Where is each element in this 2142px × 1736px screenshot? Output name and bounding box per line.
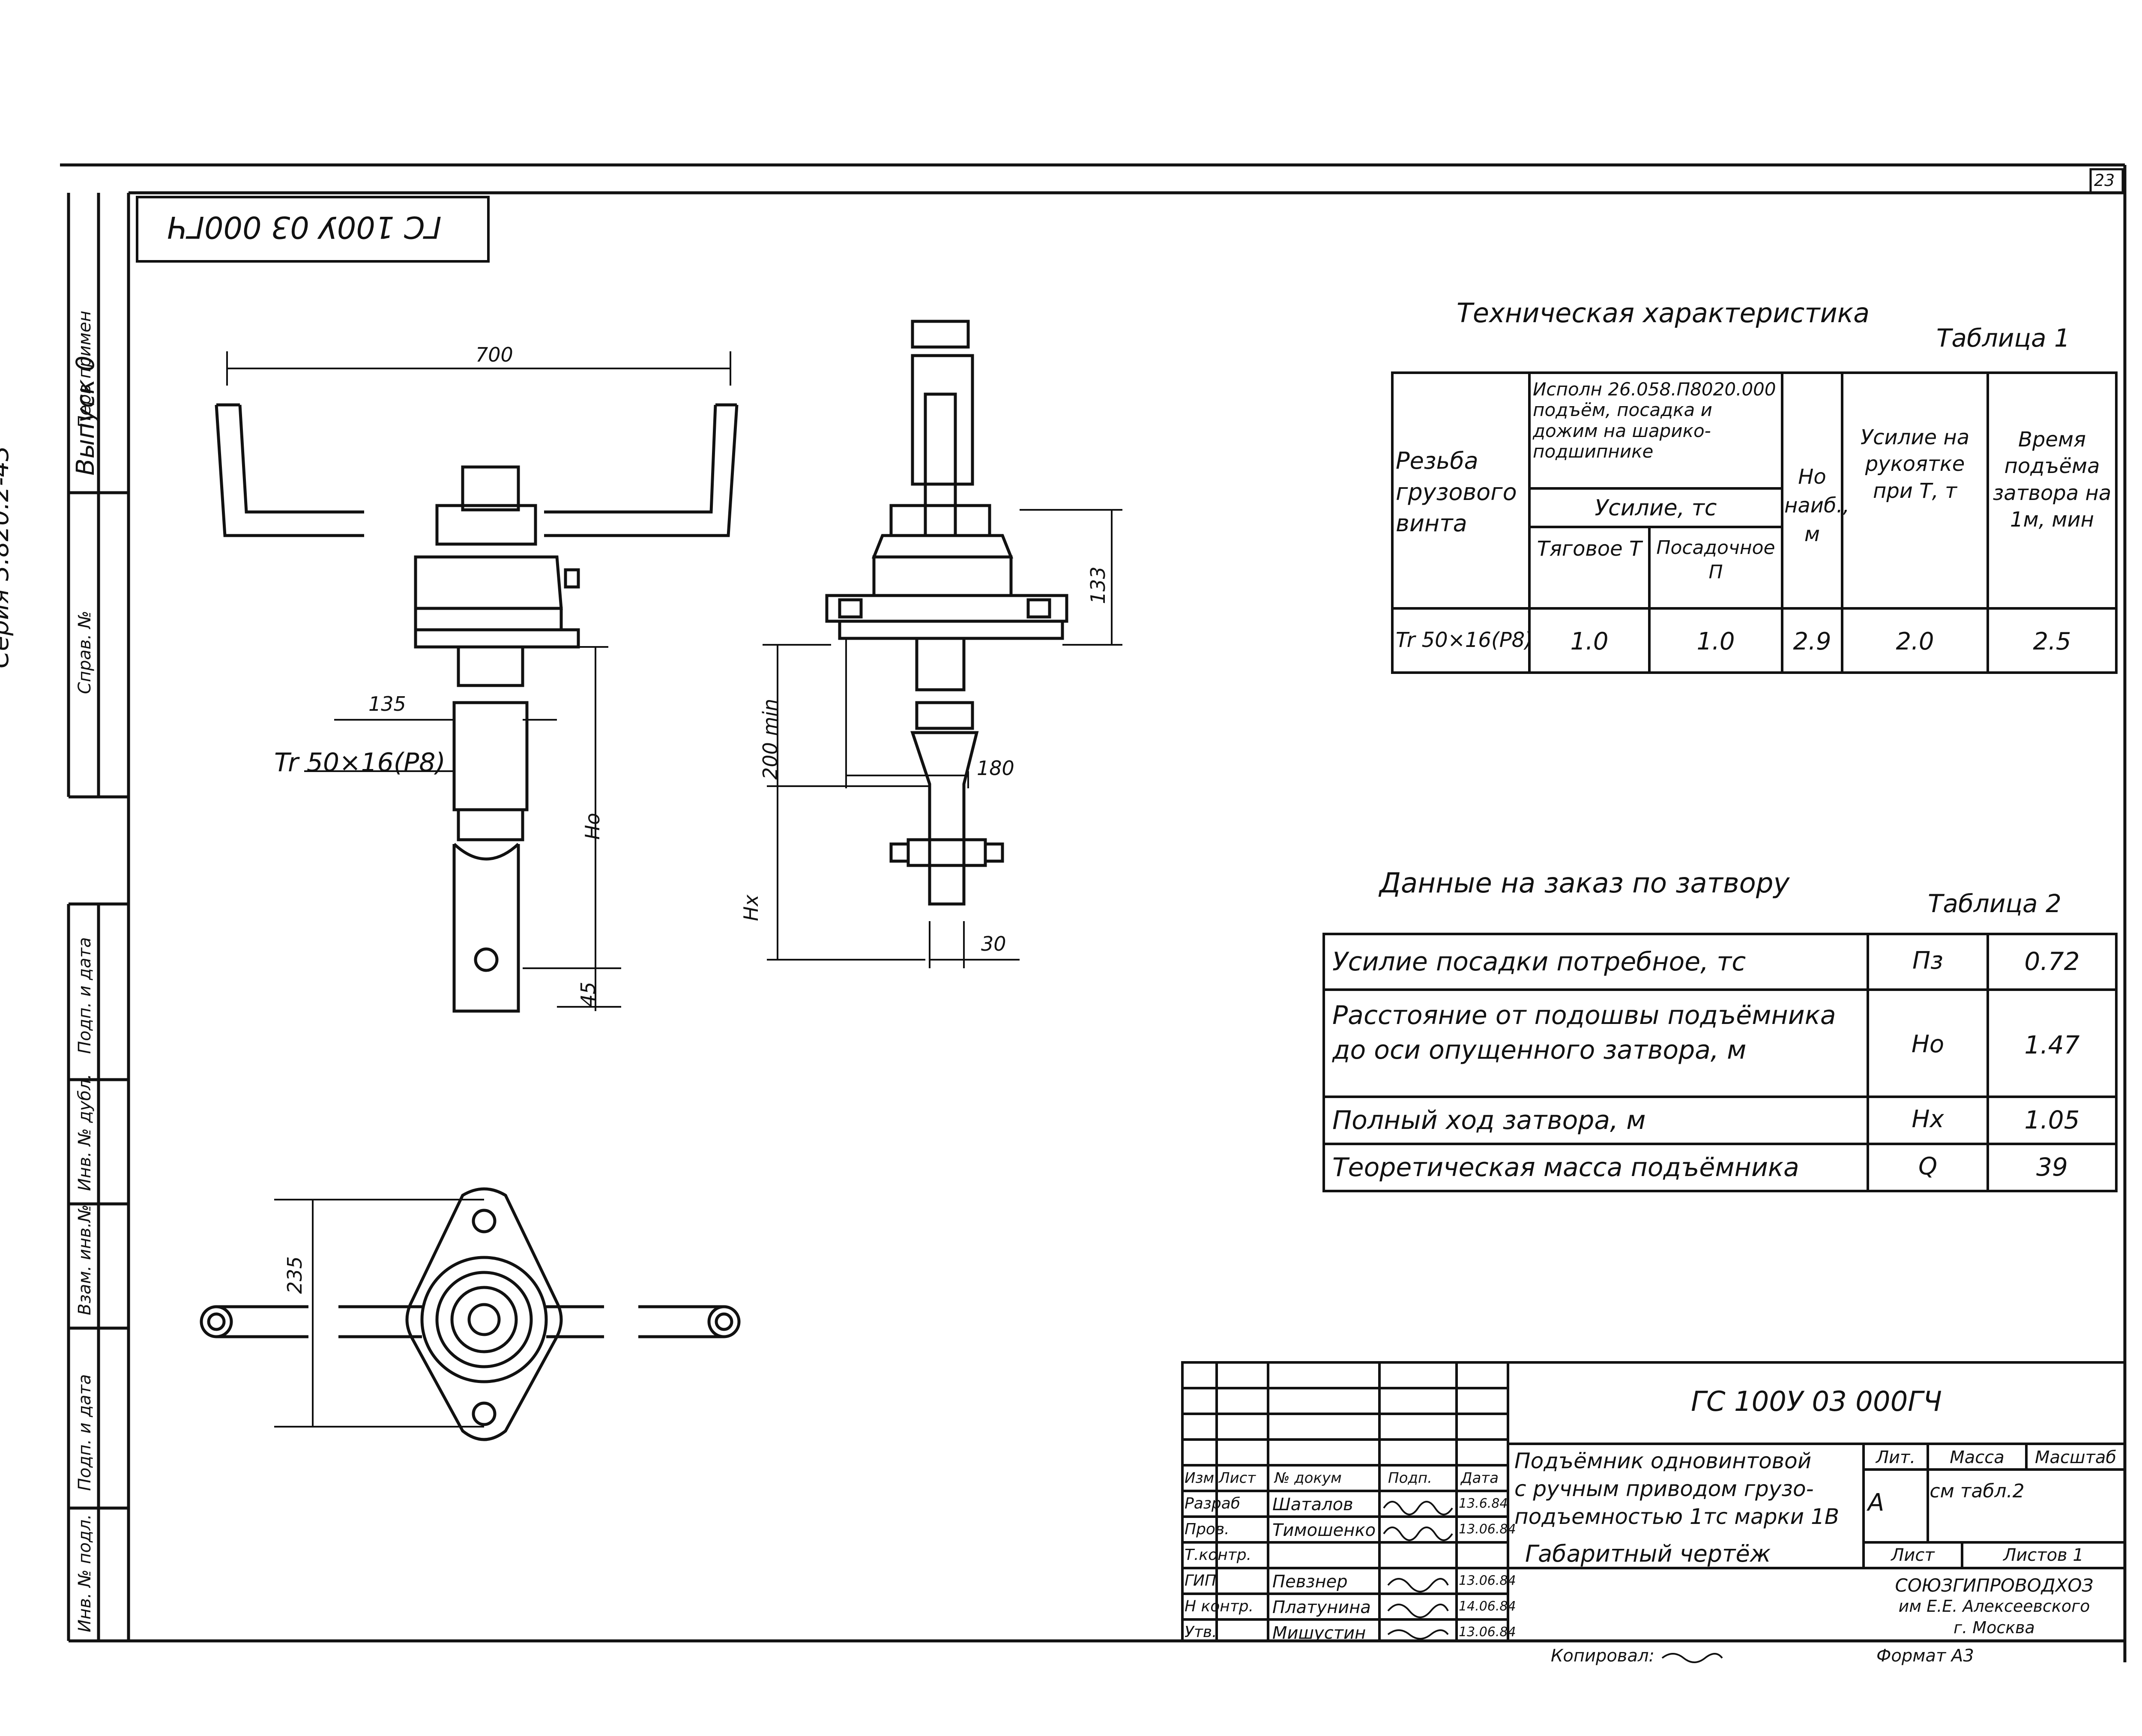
stamp-name: Шаталов xyxy=(1272,1495,1353,1515)
table2-row-desc: Усилие посадки потребное, тс xyxy=(1332,947,1746,977)
table1-row-thread: Tr 50×16(P8) xyxy=(1396,628,1533,652)
table2-row-desc: Полный ход затвора, м xyxy=(1332,1105,1646,1135)
table2-title: Данные на заказ по затвору xyxy=(1379,868,1790,899)
table1-row-landing: 1.0 xyxy=(1696,628,1735,655)
stamp-col-header: Изм xyxy=(1185,1470,1215,1487)
stamp-date: 13.06.84 xyxy=(1459,1625,1516,1640)
mass-header: Масса xyxy=(1950,1448,2004,1467)
stamp-name: Певзнер xyxy=(1272,1572,1348,1592)
table1-row-time: 2.5 xyxy=(2033,628,2071,655)
product-name-line: подъемностью 1тс марки 1В xyxy=(1514,1504,1840,1529)
stamp-role: Пров. xyxy=(1185,1520,1230,1538)
table2-row-sym: Q xyxy=(1918,1152,1938,1180)
side-dimensions xyxy=(763,509,1122,968)
dim-700: 700 xyxy=(476,343,513,366)
scale-header: Масштаб xyxy=(2034,1448,2117,1467)
dim-30: 30 xyxy=(981,932,1006,955)
org-line: СОЮЗГИПРОВОДХОЗ xyxy=(1895,1575,2094,1596)
table2-row-desc: Теоретическая масса подъёмника xyxy=(1332,1152,1799,1182)
title-block-grid xyxy=(1181,1361,2126,1642)
sheets-label: Листов 1 xyxy=(2003,1545,2084,1565)
stamp-role: Утв. xyxy=(1185,1623,1217,1641)
stamp-role: Н контр. xyxy=(1185,1598,1254,1615)
format-label: Формат А3 xyxy=(1876,1646,1974,1666)
plan-view xyxy=(200,1187,741,1441)
table1-landing-header: Посадочное П xyxy=(1656,537,1775,584)
org-line: г. Москва xyxy=(1954,1618,2035,1637)
table2-label: Таблица 2 xyxy=(1928,889,2061,918)
table1-row-handle: 2.0 xyxy=(1896,628,1934,655)
copied-by-label: Копировал: xyxy=(1551,1646,1655,1666)
table1-time-header: Время подъёма затвора на 1м, мин xyxy=(1992,428,2112,532)
table1-group-header: Исполн 26.058.П8020.000 подъём, посадка … xyxy=(1533,379,1776,462)
table2-grid xyxy=(1322,933,2118,1192)
sheet-label: Лист xyxy=(1891,1545,1935,1565)
stamp-role: ГИП xyxy=(1185,1572,1217,1589)
table1-force-header: Усилие, тс xyxy=(1595,495,1717,521)
stamp-name: Платунина xyxy=(1272,1598,1371,1617)
stamp-role: Т.контр. xyxy=(1185,1546,1252,1564)
table2-row-desc: Расстояние от подошвы подъёмника до оси … xyxy=(1332,1000,1836,1065)
stamp-col-header: Дата xyxy=(1461,1470,1499,1487)
stamp-date: 13.06.84 xyxy=(1459,1522,1516,1537)
front-dimensions xyxy=(226,351,731,1011)
side-view xyxy=(825,320,1068,906)
front-view xyxy=(215,403,739,1013)
table1-handle-force-header: Усилие на рукоятке при Т, т xyxy=(1860,425,1970,503)
stamp-date: 13.6.84 xyxy=(1459,1496,1508,1511)
stamp-col-header: № докум xyxy=(1274,1470,1342,1487)
table1-ho-header: Но наиб., м xyxy=(1784,465,1850,547)
stamp-date: 14.06.84 xyxy=(1459,1599,1516,1614)
lit-value: А xyxy=(1868,1489,1885,1517)
table2-row-val: 1.05 xyxy=(2024,1105,2080,1134)
table2-row-sym: Нх xyxy=(1912,1105,1944,1133)
table2-row-val: 0.72 xyxy=(2024,947,2080,976)
product-name-line: с ручным приводом грузо- xyxy=(1514,1476,1814,1501)
stamp-date: 13.06.84 xyxy=(1459,1573,1516,1588)
thread-label: Tr 50×16(P8) xyxy=(274,748,446,778)
org-line: им Е.Е. Алексеевского xyxy=(1898,1597,2090,1616)
table1-row-ho: 2.9 xyxy=(1793,628,1831,655)
table2-row-val: 39 xyxy=(2036,1152,2068,1182)
stamp-role: Разраб xyxy=(1185,1495,1241,1512)
product-name-line: Подъёмник одновинтовой xyxy=(1514,1449,1812,1473)
page-number: 23 xyxy=(2094,171,2115,190)
stamp-col-header: Подп. xyxy=(1388,1470,1432,1487)
table1-col1-header: Резьба грузового винта xyxy=(1396,447,1517,537)
dim-135: 135 xyxy=(368,692,406,715)
mass-value: см табл.2 xyxy=(1930,1480,2025,1502)
table1-traction-header: Тяговое Т xyxy=(1537,537,1642,561)
table1-label: Таблица 1 xyxy=(1936,323,2070,353)
table1-title: Техническая характеристика xyxy=(1457,297,1870,329)
dim-180: 180 xyxy=(977,757,1014,780)
lit-header: Лит. xyxy=(1876,1448,1916,1467)
sheet-frame xyxy=(60,163,2127,1662)
table2-row-sym: Пз xyxy=(1912,947,1943,975)
stamp-name: Мишустин xyxy=(1272,1623,1366,1643)
stamp-col-header: Лист xyxy=(1219,1470,1256,1487)
drawing-type: Габаритный чертёж xyxy=(1525,1540,1771,1567)
table2-row-sym: Но xyxy=(1911,1030,1945,1058)
header-code-box xyxy=(136,196,490,263)
plan-dimensions xyxy=(274,1199,484,1428)
title-block-code: ГС 100У 03 000ГЧ xyxy=(1691,1386,1942,1418)
table1-row-traction: 1.0 xyxy=(1570,628,1609,655)
stamp-name: Тимошенко xyxy=(1272,1520,1376,1540)
table2-row-val: 1.47 xyxy=(2024,1030,2080,1060)
table1-grid xyxy=(1391,371,2118,674)
